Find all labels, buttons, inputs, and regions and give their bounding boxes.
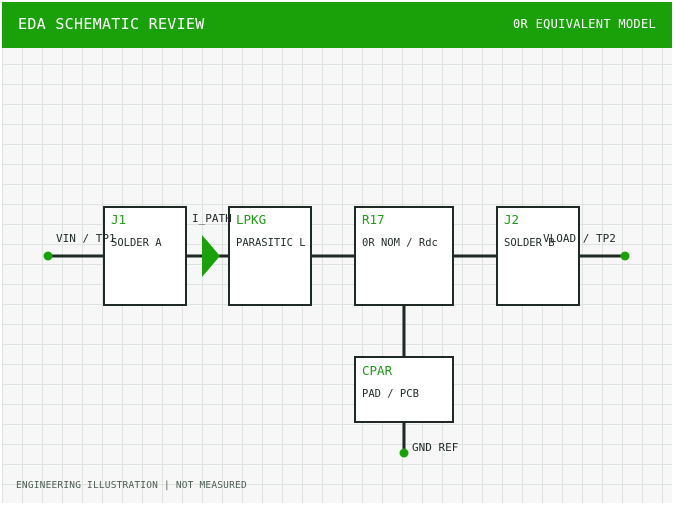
block-j2-desc: SOLDER B	[504, 237, 555, 249]
net-label-vin: VIN / TP1	[56, 232, 116, 245]
test-point-vload[interactable]	[620, 251, 630, 261]
footer-note: ENGINEERING ILLUSTRATION | NOT MEASURED	[16, 480, 247, 491]
net-label-gnd: GND REF	[412, 441, 458, 454]
block-cpar-desc: PAD / PCB	[362, 388, 419, 400]
block-r17[interactable]: R17 0R NOM / Rdc	[354, 206, 454, 306]
block-cpar[interactable]: CPAR PAD / PCB	[354, 356, 454, 423]
block-r17-desc: 0R NOM / Rdc	[362, 237, 438, 249]
current-arrow-icon	[202, 235, 220, 277]
block-lpkg-desc: PARASITIC L	[236, 237, 306, 249]
gnd-ref-point[interactable]	[399, 448, 409, 458]
block-j1-ref: J1	[111, 212, 126, 227]
block-j2[interactable]: J2 SOLDER B	[496, 206, 580, 306]
block-j2-ref: J2	[504, 212, 519, 227]
test-point-vin[interactable]	[43, 251, 53, 261]
block-j1[interactable]: J1 SOLDER A	[103, 206, 187, 306]
net-label-ipath: I_PATH	[192, 212, 232, 225]
block-lpkg[interactable]: LPKG PARASITIC L	[228, 206, 312, 306]
block-cpar-ref: CPAR	[362, 363, 393, 378]
block-r17-ref: R17	[362, 212, 385, 227]
net-label-vload: VLOAD / TP2	[543, 232, 616, 245]
header-bar: EDA SCHEMATIC REVIEW 0R EQUIVALENT MODEL	[2, 2, 672, 48]
page-subtitle: 0R EQUIVALENT MODEL	[513, 17, 656, 31]
page-title: EDA SCHEMATIC REVIEW	[18, 15, 205, 33]
block-j1-desc: SOLDER A	[111, 237, 162, 249]
block-lpkg-ref: LPKG	[236, 212, 266, 227]
